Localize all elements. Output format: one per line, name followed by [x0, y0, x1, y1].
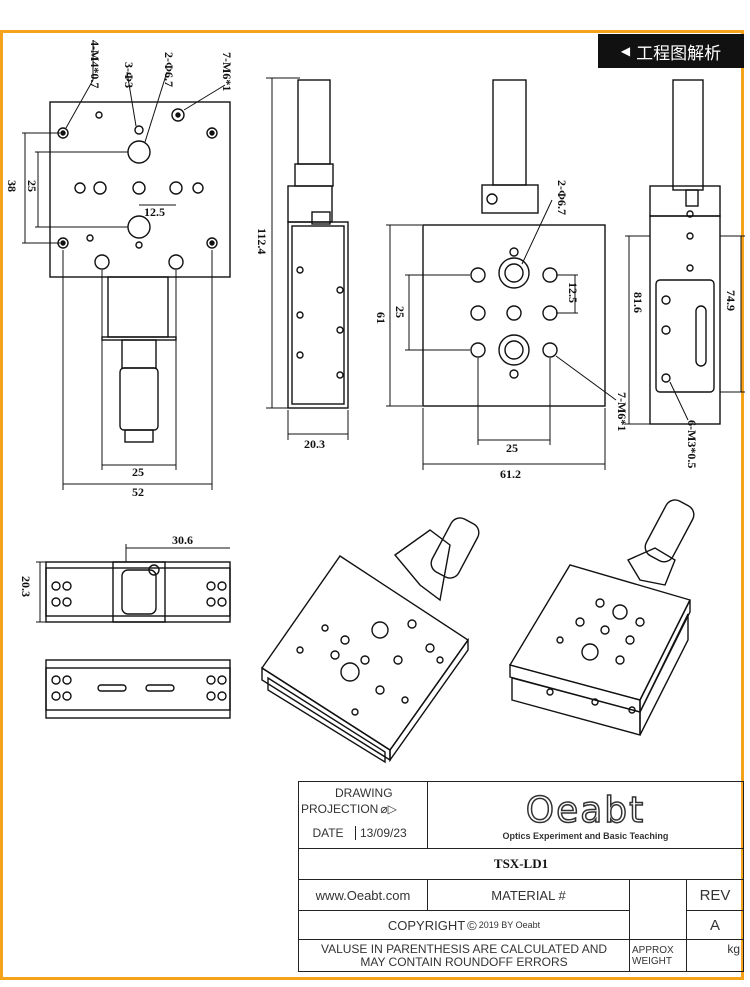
projection-label: PROJECTION [301, 802, 379, 816]
side-view [266, 77, 349, 440]
part-number: TSX-LD1 [298, 848, 744, 880]
projection-cell: DRAWING PROJECTION ⌀▷ DATE 13/09/23 [298, 781, 428, 849]
label-dim-30-6: 30.6 [172, 533, 193, 547]
copyright-cell: COPYRIGHT © 2019 BY Oeabt [298, 910, 630, 940]
label-dim-112-4: 112.4 [255, 228, 269, 254]
logo-text: Oeabt [525, 789, 646, 832]
top-view [22, 40, 231, 490]
label-holes-b: 3-Φ3 [122, 62, 136, 88]
label-dim-61-2: 61.2 [500, 467, 521, 481]
copyright-year: 2019 BY Oeabt [478, 920, 541, 930]
label-hole-c: 2-Φ6.7 [162, 52, 176, 87]
material-label: MATERIAL # [427, 879, 630, 911]
label-dim-25-bottom: 25 [132, 465, 144, 479]
date-label: DATE [312, 826, 344, 840]
rev-label: REV [686, 879, 744, 911]
label-front-dim-12-5: 12.5 [566, 282, 580, 303]
label-dim-25: 25 [25, 180, 39, 192]
caret-left-icon: ◀ [620, 44, 631, 58]
label-dim-74-9: 74.9 [724, 290, 738, 311]
drawing-frame [0, 30, 744, 980]
label-front-dim-25-v: 25 [393, 306, 407, 318]
copyright-symbol-icon: © [467, 917, 477, 933]
label-dim-38: 38 [5, 180, 19, 192]
logo-tagline: Optics Experiment and Basic Teaching [502, 830, 669, 841]
label-dim-20-3: 20.3 [304, 437, 325, 451]
website: www.Oeabt.com [298, 879, 428, 911]
title-block: DRAWING PROJECTION ⌀▷ DATE 13/09/23 Oeab… [298, 781, 744, 972]
front-view [386, 79, 617, 470]
isometric-view-right [508, 499, 695, 736]
roundoff-note: VALUSE IN PARENTHESIS ARE CALCULATED AND… [298, 939, 630, 972]
label-dim-61: 61 [374, 312, 388, 324]
label-holes-d: 7-M6*1 [220, 52, 234, 91]
rev-value: A [686, 910, 744, 940]
label-dim-12-5: 12.5 [144, 205, 165, 219]
label-front-dim-25-h: 25 [506, 441, 518, 455]
copyright-label: COPYRIGHT [387, 917, 466, 933]
label-holes-e: 6-M3*0.5 [685, 420, 699, 468]
projection-row: PROJECTION ⌀▷ [301, 802, 397, 816]
label-holes-a: 4-M4*0.7 [88, 40, 102, 88]
date-row: DATE 13/09/23 [301, 826, 427, 840]
projection-symbol-icon: ⌀▷ [380, 802, 397, 816]
label-front-holes-d: 7-M6*1 [615, 392, 629, 431]
plan-view [36, 544, 231, 719]
section-badge-label: 工程图解析 [636, 43, 722, 64]
right-view [625, 79, 745, 425]
label-plan-dim-20-3: 20.3 [19, 576, 33, 597]
approx-weight-label: APPROX WEIGHT [629, 939, 687, 972]
section-badge[interactable]: ◀ 工程图解析 [598, 34, 744, 68]
date-value: 13/09/23 [355, 826, 407, 840]
label-dim-52: 52 [132, 485, 144, 499]
weight-unit: kg [686, 939, 744, 972]
label-dim-81-6: 81.6 [631, 292, 645, 313]
isometric-view-left [261, 517, 480, 764]
drawing-label: DRAWING [335, 786, 393, 800]
logo-cell: Oeabt Optics Experiment and Basic Teachi… [427, 781, 744, 849]
label-front-hole-c: 2-Φ6.7 [555, 180, 569, 215]
